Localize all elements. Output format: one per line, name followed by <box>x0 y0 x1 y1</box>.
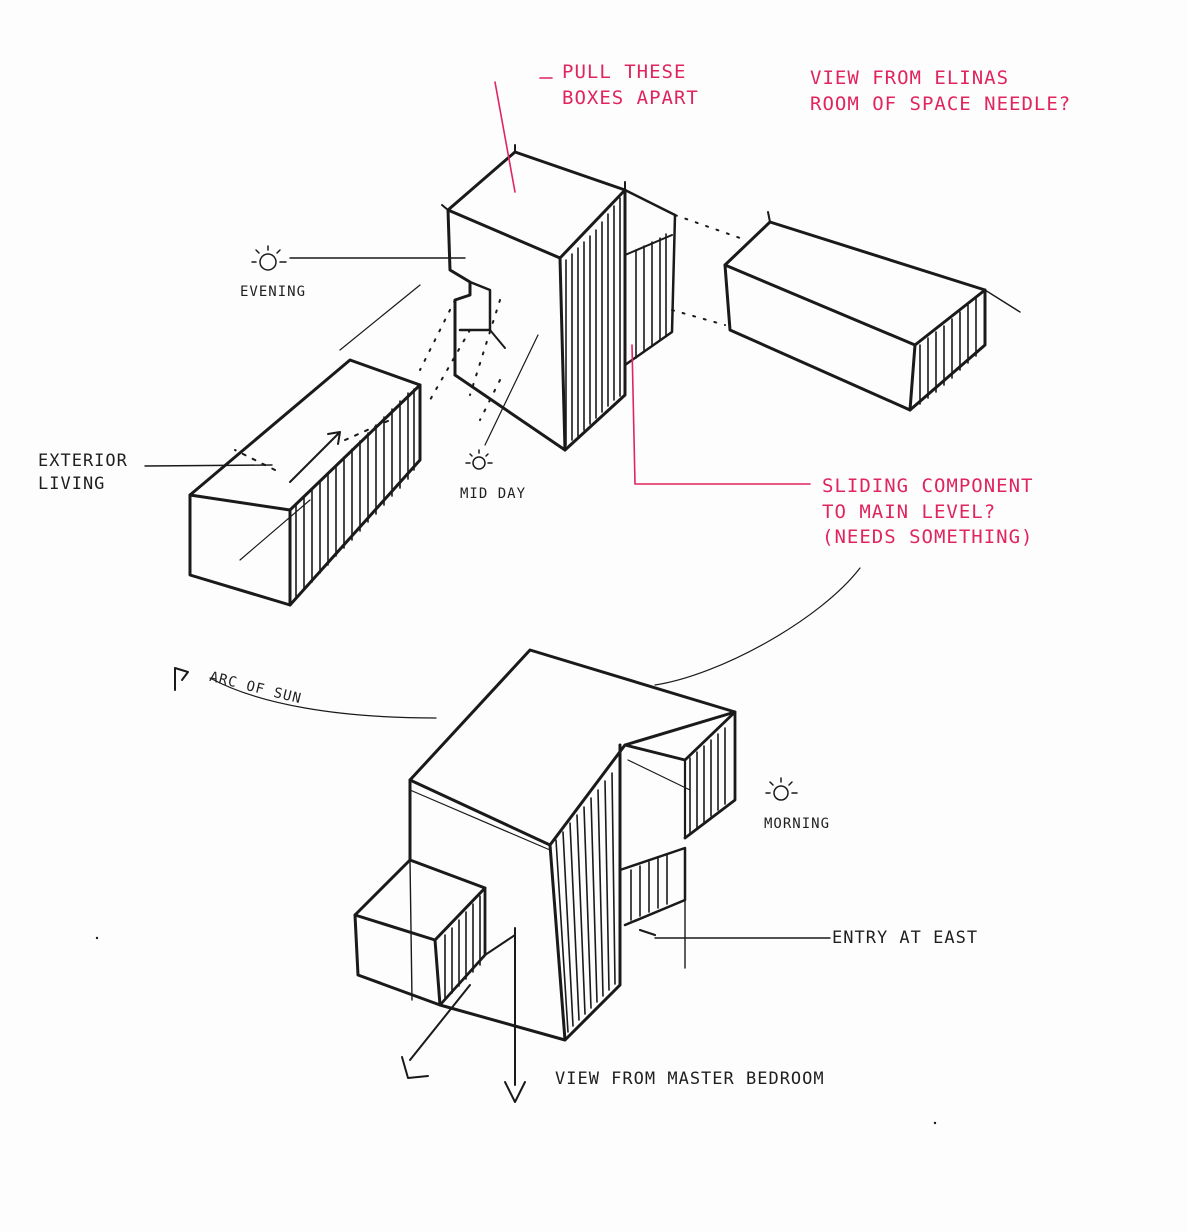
note-view-space-needle: VIEW FROM ELINAS ROOM OF SPACE NEEDLE? <box>810 67 1072 115</box>
note-pull-apart: PULL THESE BOXES APART <box>562 61 699 109</box>
arrow-icon <box>401 984 471 1079</box>
left-block-exploded <box>188 358 422 607</box>
assembled-massing <box>174 567 861 1103</box>
right-block-exploded <box>723 211 1021 412</box>
label-evening: EVENING <box>240 284 307 300</box>
arrow-icon <box>504 927 526 1103</box>
note-sliding-component: SLIDING COMPONENT TO MAIN LEVEL? (NEEDS … <box>822 475 1034 549</box>
sun-icon <box>765 777 798 801</box>
label-exterior-living: EXTERIOR LIVING <box>38 451 128 494</box>
central-block-exploded <box>339 144 741 452</box>
label-morning: MORNING <box>764 816 831 832</box>
label-entry-at-east: ENTRY AT EAST <box>832 928 979 948</box>
sun-icon <box>465 449 493 470</box>
sun-icon <box>251 245 287 271</box>
label-mid-day: MID DAY <box>460 486 527 502</box>
label-view-master-bedroom: VIEW FROM MASTER BEDROOM <box>555 1069 825 1089</box>
